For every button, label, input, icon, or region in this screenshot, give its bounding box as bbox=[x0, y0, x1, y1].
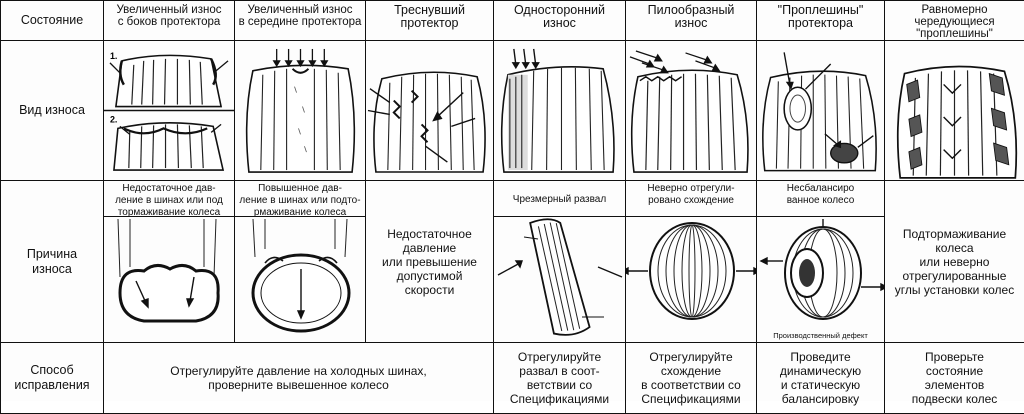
fix-text-suspension: Проверьте состояние элементов подвески к… bbox=[885, 343, 1024, 413]
cause-text-pressure-speed: Недостаточное давление или превышение до… bbox=[366, 181, 493, 342]
tire-toe-image bbox=[626, 217, 757, 341]
tire-cracked-tread-image bbox=[366, 41, 493, 180]
tire-wear-table: Состояние Увеличенный износ с боков прот… bbox=[0, 0, 1024, 401]
cause-bald-spots: Несбалансиро ванное колесо Производствен… bbox=[757, 181, 885, 343]
fix-toe: Отрегулируйте схождение в соответствии с… bbox=[626, 343, 757, 414]
cause-text-braking-alignment: Подтормаживание колеса или неверно отрег… bbox=[885, 181, 1024, 342]
cause-alternating-spots: Подтормаживание колеса или неверно отрег… bbox=[885, 181, 1024, 343]
marker-2: 2. bbox=[110, 114, 117, 124]
col-header-side-wear: Увеличенный износ с боков протектора bbox=[104, 1, 235, 41]
tire-side-wear-image: 1. 2. bbox=[104, 41, 234, 180]
fix-pressure: Отрегулируйте давление на холодных шинах… bbox=[104, 343, 494, 414]
manufacturing-defect-note: Производственный дефект bbox=[757, 331, 884, 340]
tire-sawtooth-image bbox=[626, 41, 756, 180]
tire-one-sided-image bbox=[494, 41, 625, 180]
cause-text-unbalanced: Несбалансиро ванное колесо bbox=[757, 181, 884, 217]
tire-section-underinflated-image bbox=[104, 217, 235, 341]
col-header-alternating-spots: Равномерно чередующиеся "проплешины" bbox=[885, 1, 1024, 41]
illustration-cracked-tread bbox=[366, 41, 494, 181]
row-header-cause: Причина износа bbox=[1, 181, 104, 343]
col-header-cracked-tread: Треснувший протектор bbox=[366, 1, 494, 41]
cause-side-wear: Недостаточное дав- ление в шинах или под… bbox=[104, 181, 235, 343]
cause-center-wear: Повышенное дав- ление в шинах или подто-… bbox=[235, 181, 366, 343]
cause-text-toe: Неверно отрегули- ровано схождение bbox=[626, 181, 756, 217]
fix-text-pressure: Отрегулируйте давление на холодных шинах… bbox=[104, 343, 493, 413]
fix-text-balance: Проведите динамическую и статическую бал… bbox=[757, 343, 884, 413]
illustration-sawtooth bbox=[626, 41, 757, 181]
col-header-center-wear: Увеличенный износ в середине протектора bbox=[235, 1, 366, 41]
tire-bald-spots-image bbox=[757, 41, 884, 180]
col-header-sawtooth: Пилообразный износ bbox=[626, 1, 757, 41]
tire-center-wear-image bbox=[235, 41, 365, 180]
tire-section-overinflated-image bbox=[235, 217, 366, 341]
fix-suspension: Проверьте состояние элементов подвески к… bbox=[885, 343, 1024, 414]
fix-balance: Проведите динамическую и статическую бал… bbox=[757, 343, 885, 414]
cause-text-excess-camber: Чрезмерный развал bbox=[494, 181, 625, 217]
col-header-bald-spots: "Проплешины" протектора bbox=[757, 1, 885, 41]
row-header-state: Состояние bbox=[1, 1, 104, 41]
cause-text-overinflation: Повышенное дав- ление в шинах или подто-… bbox=[235, 181, 365, 217]
illustration-center-wear bbox=[235, 41, 366, 181]
tire-alternating-spots-image bbox=[885, 41, 1024, 180]
cause-cracked-tread: Недостаточное давление или превышение до… bbox=[366, 181, 494, 343]
illustration-alternating-spots bbox=[885, 41, 1024, 181]
illustration-bald-spots bbox=[757, 41, 885, 181]
illustration-side-wear: 1. 2. bbox=[104, 41, 235, 181]
fix-text-toe: Отрегулируйте схождение в соответствии с… bbox=[626, 343, 756, 413]
fix-camber: Отрегулируйте развал в соот- ветствии со… bbox=[494, 343, 626, 414]
illustration-one-sided bbox=[494, 41, 626, 181]
tire-camber-image bbox=[494, 217, 626, 341]
cause-one-sided: Чрезмерный развал bbox=[494, 181, 626, 343]
tire-unbalanced-image bbox=[757, 217, 885, 341]
marker-1: 1. bbox=[110, 51, 117, 61]
fix-text-camber: Отрегулируйте развал в соот- ветствии со… bbox=[494, 343, 625, 413]
row-header-fix: Способ исправления bbox=[1, 343, 104, 414]
cause-sawtooth: Неверно отрегули- ровано схождение bbox=[626, 181, 757, 343]
col-header-one-sided: Односторонний износ bbox=[494, 1, 626, 41]
row-header-wear-view: Вид износа bbox=[1, 41, 104, 181]
cause-text-underinflation: Недостаточное дав- ление в шинах или под… bbox=[104, 181, 234, 217]
